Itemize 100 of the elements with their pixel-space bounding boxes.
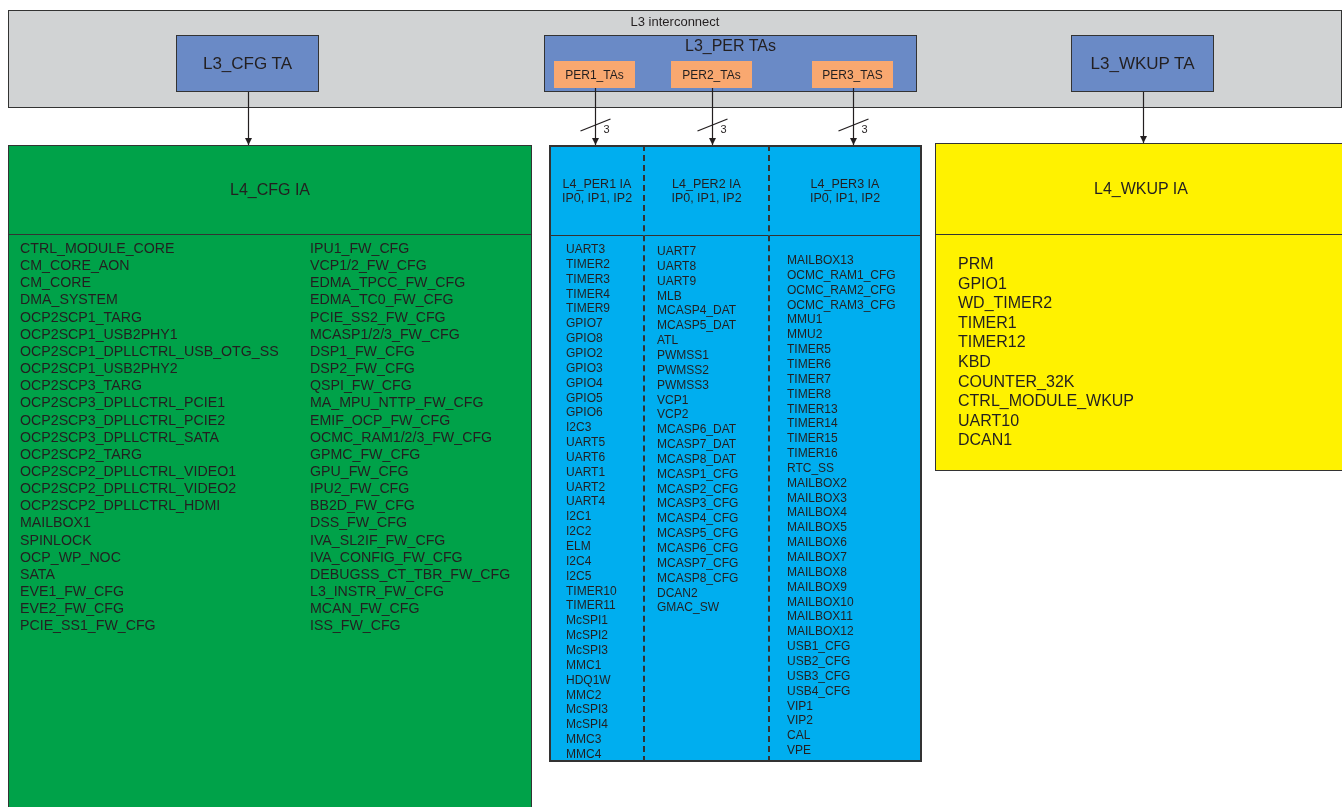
module-name: TIMER13 bbox=[787, 402, 838, 415]
module-name: OCP2SCP2_DPLLCTRL_HDMI bbox=[20, 498, 221, 513]
module-name: VIP2 bbox=[787, 714, 813, 727]
module-name: PRM bbox=[958, 256, 994, 272]
module-name: OCMC_RAM1_CFG bbox=[787, 268, 896, 281]
target-agent-box bbox=[671, 61, 752, 88]
module-name: GPIO1 bbox=[958, 275, 1007, 292]
module-name: MCASP2_CFG bbox=[657, 482, 739, 495]
module-name: TIMER1 bbox=[958, 314, 1017, 331]
module-name: MMC2 bbox=[566, 688, 602, 701]
module-name: McSPI3 bbox=[566, 643, 608, 656]
module-name: OCMC_RAM1/2/3_FW_CFG bbox=[310, 429, 493, 444]
module-name: GMAC_SW bbox=[657, 601, 719, 614]
module-name: CM_CORE_AON bbox=[20, 258, 130, 273]
module-name: TIMER3 bbox=[566, 272, 610, 285]
module-name: TIMER4 bbox=[566, 287, 610, 300]
box-title: L4_WKUP IA bbox=[1094, 179, 1188, 199]
module-name: HDQ1W bbox=[566, 673, 611, 686]
module-name: VCP1/2_FW_CFG bbox=[310, 258, 427, 273]
module-name: McSPI1 bbox=[566, 614, 608, 627]
module-name: USB4_CFG bbox=[787, 684, 851, 697]
module-name: PWMSS3 bbox=[657, 378, 709, 391]
module-name: KBD bbox=[958, 354, 991, 370]
box-title: PER2_TAs bbox=[682, 68, 741, 81]
module-name: MCASP8_DAT bbox=[657, 452, 737, 465]
module-name: ISS_FW_CFG bbox=[310, 618, 401, 633]
arrow bbox=[592, 87, 599, 146]
module-name: GPU_FW_CFG bbox=[310, 463, 409, 479]
module-name: PCIE_SS2_FW_CFG bbox=[310, 309, 446, 324]
module-name: MCASP5_DAT bbox=[657, 319, 737, 332]
module-name: MCASP1_CFG bbox=[657, 467, 739, 480]
box-title: IP0, IP1, IP2 bbox=[671, 191, 742, 206]
module-name: OCP2SCP3_DPLLCTRL_PCIE1 bbox=[20, 395, 226, 410]
module-name: MA_MPU_NTTP_FW_CFG bbox=[310, 395, 484, 410]
module-name: OCP2SCP2_TARG bbox=[20, 446, 142, 461]
module-name: MCASP7_DAT bbox=[657, 438, 737, 451]
arrow bbox=[245, 91, 252, 146]
module-name: OCP2SCP3_DPLLCTRL_SATA bbox=[20, 429, 219, 444]
module-name: OCMC_RAM3_CFG bbox=[787, 298, 896, 311]
module-name: CTRL_MODULE_CORE bbox=[20, 241, 175, 256]
box-title: L3 interconnect bbox=[630, 15, 720, 28]
module-name: OCP2SCP1_USB2PHY1 bbox=[20, 326, 178, 341]
module-name: L3_INSTR_FW_CFG bbox=[310, 584, 445, 599]
module-name: USB3_CFG bbox=[787, 669, 851, 682]
initiator-agent-box bbox=[8, 145, 532, 807]
module-name: MAILBOX5 bbox=[787, 521, 848, 534]
module-name: MCASP7_CFG bbox=[657, 556, 739, 569]
module-name: SPINLOCK bbox=[20, 532, 92, 547]
module-name: UART8 bbox=[657, 259, 697, 272]
box-title: L3_PER TAs bbox=[685, 38, 776, 54]
module-name: MMC3 bbox=[566, 733, 602, 746]
edge-label: 3 bbox=[861, 124, 868, 135]
module-name: GPIO6 bbox=[566, 406, 603, 419]
module-name: OCP2SCP3_DPLLCTRL_PCIE2 bbox=[20, 412, 226, 427]
box-title: IP0, IP1, IP2 bbox=[561, 191, 633, 206]
box-title: IP0, IP1, IP2 bbox=[809, 191, 881, 206]
initiator-agent-column bbox=[770, 145, 922, 762]
box-title: L4_PER1 IA bbox=[562, 176, 632, 191]
module-name: TIMER8 bbox=[787, 387, 831, 400]
target-agent-box bbox=[812, 61, 893, 88]
module-name: I2C4 bbox=[566, 554, 592, 567]
box-title: PER1_TAs bbox=[565, 68, 624, 81]
module-name: VCP1 bbox=[657, 393, 689, 406]
module-name: PWMSS2 bbox=[657, 363, 709, 376]
module-name: IVA_SL2IF_FW_CFG bbox=[310, 532, 446, 547]
module-name: I2C2 bbox=[566, 525, 592, 538]
module-name: GPMC_FW_CFG bbox=[310, 446, 421, 461]
module-name: CM_CORE bbox=[20, 275, 91, 290]
module-name: VPE bbox=[787, 744, 811, 757]
arrow bbox=[709, 87, 716, 146]
module-name: MCAN_FW_CFG bbox=[310, 601, 420, 616]
module-name: TIMER9 bbox=[566, 302, 610, 315]
module-name: UART10 bbox=[958, 412, 1020, 429]
initiator-agent-box bbox=[935, 143, 1342, 471]
module-name: UART5 bbox=[566, 436, 606, 449]
module-name: McSPI4 bbox=[566, 718, 608, 731]
module-name: MAILBOX12 bbox=[787, 625, 854, 638]
module-name: MCASP6_DAT bbox=[657, 423, 737, 436]
edge-label: 3 bbox=[720, 124, 727, 135]
target-agent-box bbox=[554, 61, 635, 88]
module-name: RTC_SS bbox=[787, 461, 835, 474]
module-name: UART6 bbox=[566, 450, 606, 463]
module-name: OCMC_RAM2_CFG bbox=[787, 283, 896, 296]
module-name: ELM bbox=[566, 540, 591, 552]
module-name: TIMER12 bbox=[958, 334, 1026, 351]
module-name: GPIO3 bbox=[566, 361, 603, 374]
module-name: MMC4 bbox=[566, 747, 602, 760]
module-name: I2C1 bbox=[566, 510, 592, 523]
module-name: MAILBOX10 bbox=[787, 595, 854, 608]
module-name: DSP2_FW_CFG bbox=[310, 361, 415, 376]
module-name: MAILBOX13 bbox=[787, 254, 854, 266]
module-name: TIMER6 bbox=[787, 357, 831, 370]
module-name: VIP1 bbox=[787, 699, 813, 712]
module-name: MAILBOX3 bbox=[787, 491, 848, 504]
box-title: PER3_TAS bbox=[822, 68, 883, 81]
module-name: OCP2SCP2_DPLLCTRL_VIDEO2 bbox=[20, 481, 237, 496]
module-name: I2C3 bbox=[566, 421, 592, 434]
module-name: McSPI3 bbox=[566, 703, 608, 716]
module-name: OCP2SCP1_TARG bbox=[20, 309, 142, 324]
module-name: UART3 bbox=[566, 243, 606, 255]
